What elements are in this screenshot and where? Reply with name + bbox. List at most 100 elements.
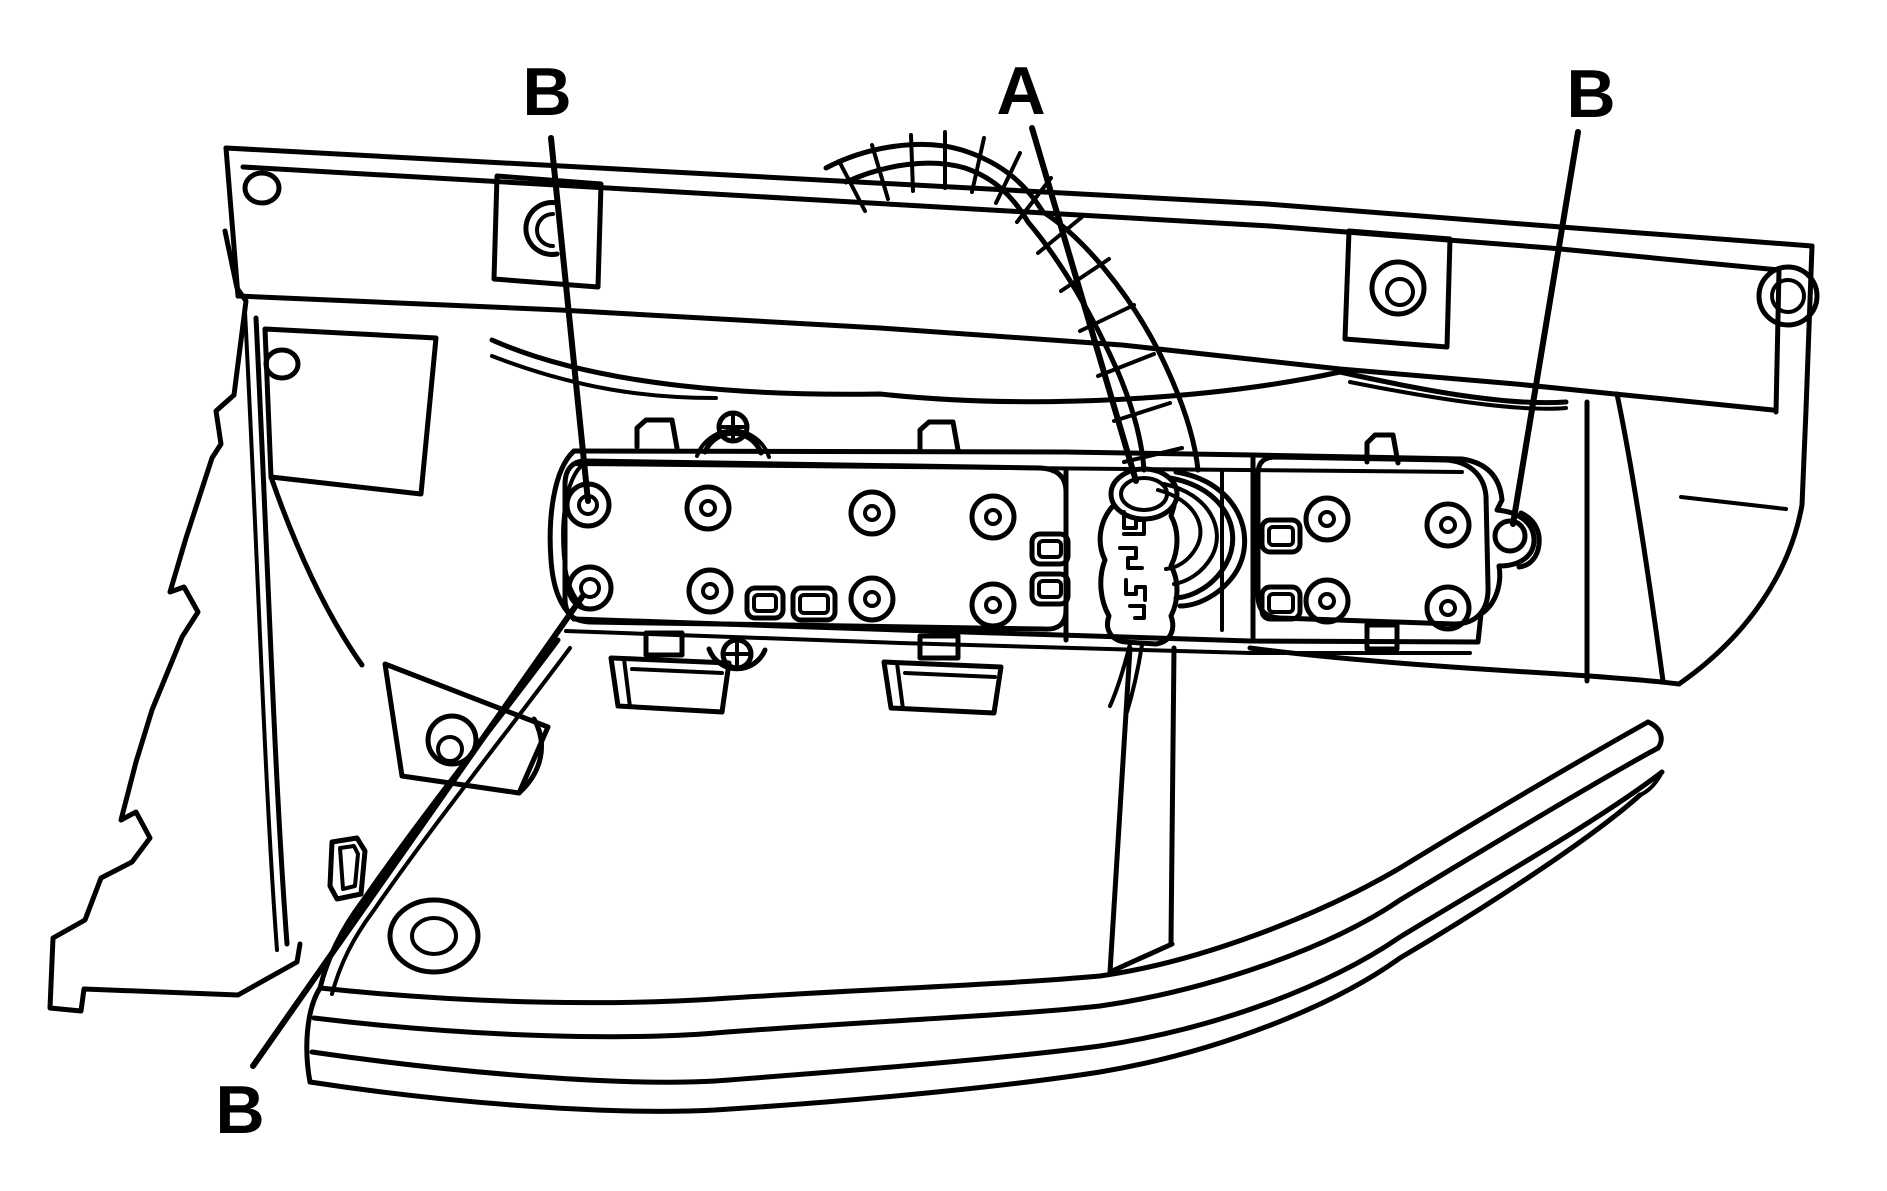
panel-hole-mid-left — [263, 347, 301, 381]
tab-down-3 — [1364, 622, 1400, 652]
line-art-segment — [235, 293, 1776, 413]
callout-label-b-top-right: B — [1566, 56, 1615, 132]
line-art-segment — [1037, 539, 1063, 559]
mounting-boss — [382, 661, 551, 796]
line-art-segment — [1303, 577, 1351, 625]
line-art-segment — [317, 719, 1651, 1006]
leader-line-b-top-right — [1510, 129, 1581, 527]
lamp-housing-upper — [262, 326, 1569, 668]
panel-grommet-right-outer — [1756, 264, 1820, 328]
line-art-segment — [1037, 579, 1063, 599]
lens-mount-hole — [387, 897, 481, 975]
line-art-segment — [1036, 215, 1084, 255]
line-art-segment — [1259, 517, 1303, 555]
grommet-outer — [1369, 259, 1427, 317]
line-art-segment — [984, 596, 1002, 614]
line-art-segment — [1119, 476, 1169, 512]
line-art-segment — [1424, 501, 1472, 549]
line-art-segment — [863, 504, 881, 522]
line-art-segment — [622, 657, 724, 709]
line-art-segment — [1645, 719, 1664, 751]
line-art-segment — [823, 141, 1201, 473]
line-art-segment — [307, 792, 1643, 1114]
line-art-segment — [243, 310, 279, 952]
line-art-segment — [566, 564, 614, 612]
line-art-segment — [895, 661, 997, 711]
line-art-segment — [608, 655, 732, 715]
line-art-segment — [1614, 391, 1666, 684]
line-art-segment — [1459, 456, 1537, 645]
line-art-segment — [870, 143, 890, 201]
line-art-segment — [309, 769, 1665, 1085]
wire-loop-2 — [1173, 469, 1248, 609]
left-trim-panel — [47, 228, 368, 1014]
line-art-segment — [798, 593, 830, 615]
line-art-segment — [1638, 770, 1664, 797]
line-art-segment — [387, 897, 481, 975]
line-art-segment — [1255, 454, 1491, 627]
retainer-ring-inner — [535, 212, 555, 248]
tab-up-3 — [1364, 432, 1401, 466]
tab-down-1 — [643, 630, 685, 658]
line-art-segment — [1124, 578, 1147, 602]
left-socket-plate — [562, 410, 1071, 716]
line-art-segment — [969, 493, 1017, 541]
line-art-segment — [223, 145, 1815, 249]
trim-clip — [327, 835, 368, 902]
panel-cutout-left — [491, 173, 604, 290]
housing-interior-walls — [317, 391, 1682, 996]
line-art-segment — [752, 593, 778, 613]
line-art-segment — [790, 585, 838, 623]
line-art-segment — [863, 590, 881, 608]
line-art-segment — [253, 315, 290, 947]
line-art-segment — [1679, 495, 1788, 511]
line-art-segment — [843, 160, 1147, 473]
line-art-segment — [1259, 584, 1303, 622]
wire-loop-1 — [1167, 475, 1236, 601]
line-art-segment — [579, 577, 601, 599]
leader-line-b-top-left — [548, 135, 591, 504]
bulb-socket-b-lower — [566, 564, 614, 612]
line-art-segment — [436, 735, 464, 763]
line-art-segment — [1112, 401, 1172, 423]
line-art-segment — [1247, 645, 1682, 687]
line-art-segment — [684, 484, 732, 532]
leader-line-a — [1029, 125, 1139, 484]
line-art-segment — [330, 646, 572, 996]
line-art-segment — [1107, 645, 1133, 975]
panel-grommet-right-inner — [1770, 278, 1806, 314]
callout-label-a: A — [996, 53, 1045, 129]
stud-hole-b-right — [1492, 510, 1542, 570]
grommet-inner — [1385, 277, 1415, 307]
callout-label-b-top-left: B — [522, 54, 571, 130]
line-art-segment — [1122, 446, 1184, 464]
line-art-segment — [848, 489, 896, 537]
line-art-segment — [699, 499, 717, 517]
callouts: B A B B — [215, 53, 1615, 1148]
line-art-segment — [268, 474, 365, 668]
line-art-segment — [720, 637, 754, 671]
back-body-panel — [223, 145, 1820, 687]
wire-loop-3 — [1162, 482, 1219, 586]
line-art-segment — [1439, 599, 1457, 617]
line-art-segment — [970, 136, 986, 194]
line-art-segment — [410, 916, 458, 956]
line-art-segment — [909, 133, 915, 193]
line-art-segment — [1267, 525, 1295, 547]
loom-ribs — [837, 130, 1184, 464]
line-art-segment — [848, 575, 896, 623]
line-art-segment — [304, 985, 323, 1085]
line-art-segment — [311, 745, 1661, 1040]
line-art-segment — [1439, 516, 1457, 534]
retaining-clip-1 — [608, 655, 732, 715]
line-art-segment — [562, 458, 1069, 632]
wire-loop-4 — [1156, 488, 1203, 571]
line-art-segment — [1516, 510, 1542, 570]
line-art-segment — [1676, 243, 1815, 687]
housing-window — [262, 326, 439, 497]
line-art-segment — [720, 414, 746, 440]
line-art-segment — [564, 629, 1472, 655]
tab-up-2 — [917, 419, 961, 453]
line-art-segment — [490, 354, 718, 400]
